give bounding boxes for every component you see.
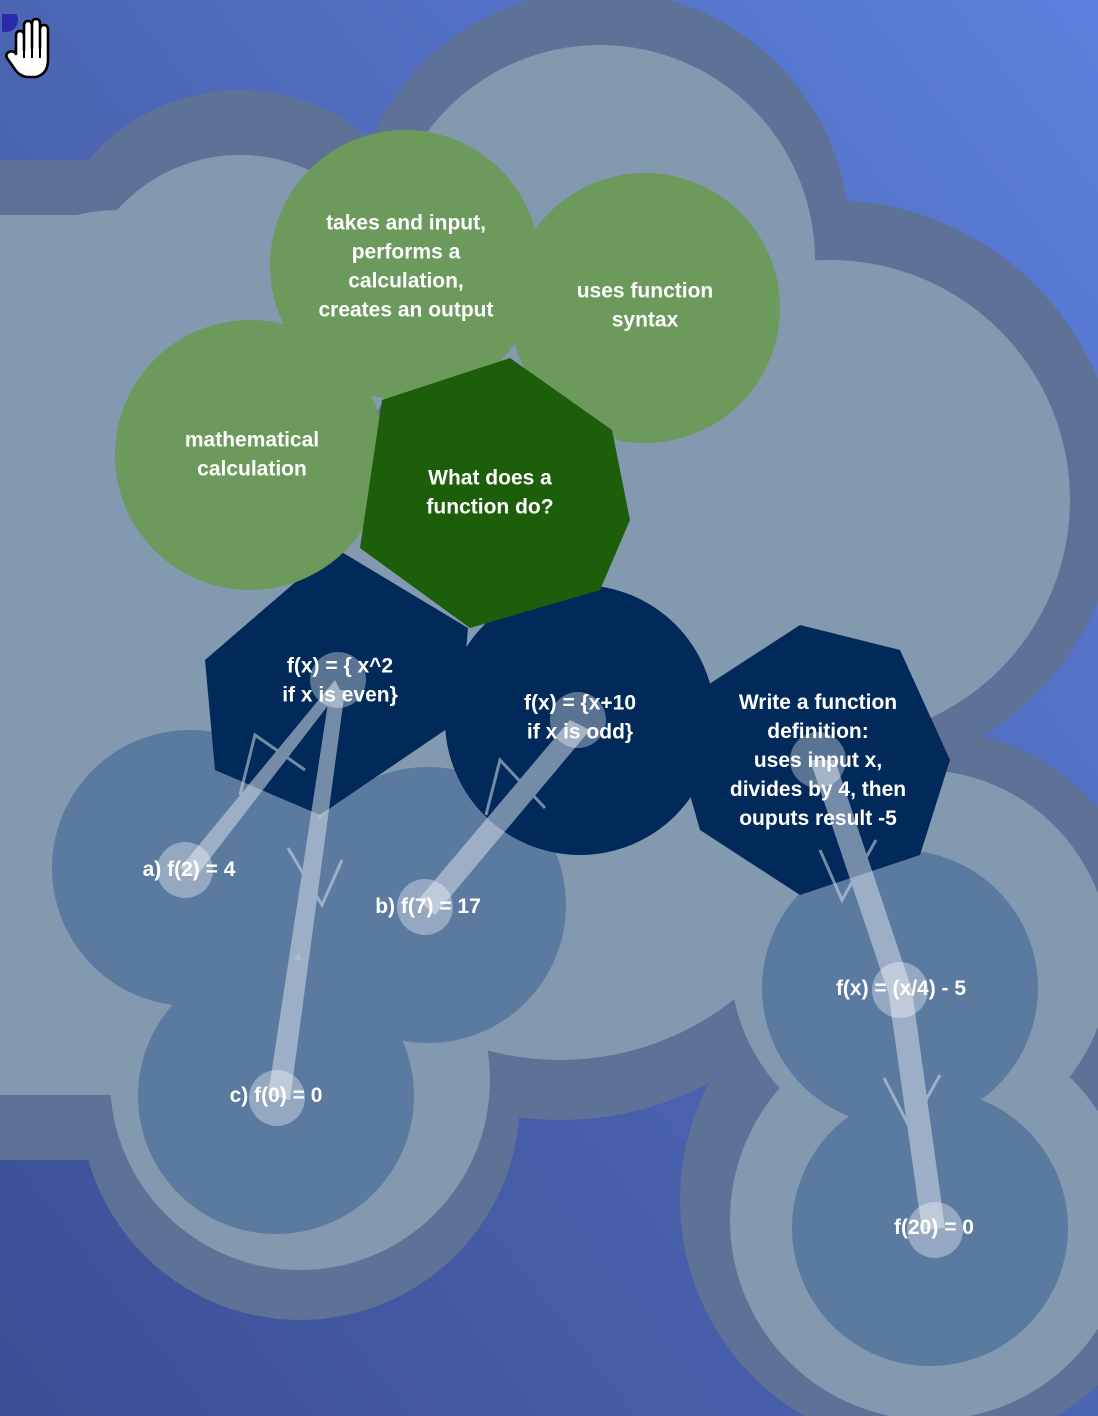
node-label-uses-syntax: uses function syntax	[577, 279, 714, 331]
node-label-line: takes and input,	[326, 211, 486, 234]
node-shape-fx-even[interactable]	[205, 548, 468, 815]
node-label-line: syntax	[612, 308, 679, 331]
node-label-line: calculation,	[348, 269, 464, 292]
node-label-fx-odd: f(x) = {x+10 if x is odd}	[524, 691, 636, 743]
node-circle-takes-input[interactable]	[270, 130, 540, 400]
node-label-b: b) f(7) = 17	[375, 895, 481, 918]
node-label-line: creates an output	[318, 298, 493, 321]
node-circle-fx-odd[interactable]	[445, 585, 715, 855]
handle-dots[interactable]	[157, 652, 963, 1258]
node-label-line: definition:	[767, 720, 868, 743]
node-label-takes-input: takes and input, performs a calculation, cr…	[318, 211, 493, 321]
node-label-line: b) f(7) = 17	[375, 895, 481, 918]
node-label-fx-even: f(x) = { x^2 if x is even}	[282, 654, 398, 706]
node-label-line: uses function	[577, 279, 714, 302]
node-label-line: uses input x,	[754, 749, 882, 772]
node-label-line: f(x) = (x/4) - 5	[836, 977, 966, 1000]
node-circle-uses-syntax[interactable]	[510, 173, 780, 443]
node-label-line: f(20) = 0	[894, 1216, 974, 1239]
node-label-line: ouputs result -5	[739, 807, 897, 830]
node-shape-center[interactable]	[360, 358, 630, 628]
node-label-center: What does a function do?	[426, 466, 553, 518]
connectors	[180, 680, 945, 1230]
node-label-line: performs a	[352, 240, 461, 263]
hand-icon	[2, 14, 50, 79]
node-label-line: calculation	[197, 457, 307, 480]
node-label-line: What does a	[428, 466, 552, 489]
node-label-line: c) f(0) = 0	[230, 1084, 323, 1107]
node-label-math-calc: mathematical calculation	[185, 428, 319, 480]
node-label-line: divides by 4, then	[730, 778, 906, 801]
node-label-line: a) f(2) = 4	[143, 858, 236, 881]
node-label-line: f(x) = {x+10	[524, 691, 636, 714]
node-label-line: if x is odd}	[527, 720, 633, 743]
node-label-write-def: Write a function definition: uses input x,…	[730, 691, 906, 830]
node-label-f20: f(20) = 0	[894, 1216, 974, 1239]
node-label-line: Write a function	[739, 691, 897, 714]
node-label-line: f(x) = { x^2	[287, 654, 393, 677]
node-label-a: a) f(2) = 4	[143, 858, 236, 881]
node-label-line: if x is even}	[282, 683, 398, 706]
node-label-line: mathematical	[185, 428, 319, 451]
node-circle-math-calc[interactable]	[115, 320, 385, 590]
node-label-fx-def: f(x) = (x/4) - 5	[836, 977, 966, 1000]
node-label-line: function do?	[426, 495, 553, 518]
node-label-c: c) f(0) = 0	[230, 1084, 323, 1107]
